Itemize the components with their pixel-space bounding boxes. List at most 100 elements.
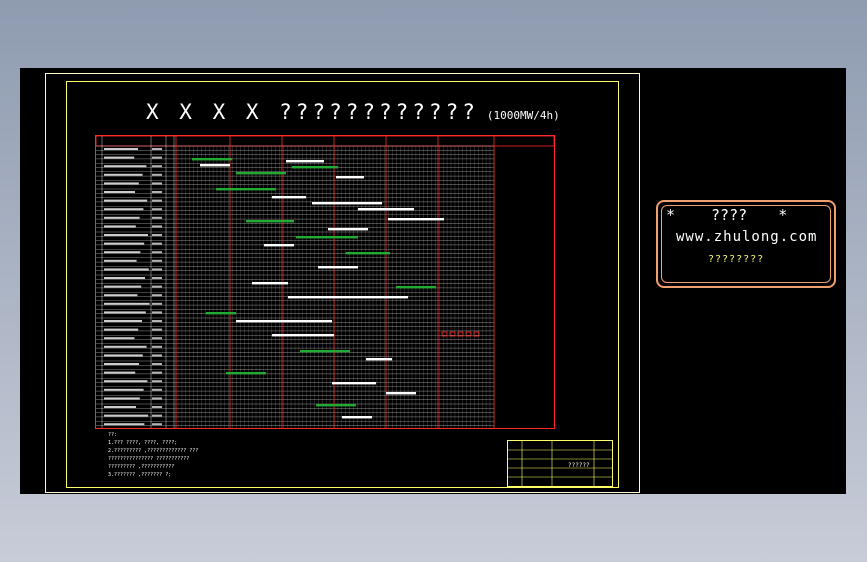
gantt-task-bar xyxy=(286,160,324,163)
title-block-label: ?????? xyxy=(568,462,590,469)
gantt-duration-label xyxy=(152,354,162,357)
gantt-task-label xyxy=(104,148,138,150)
gantt-task-bar xyxy=(316,404,356,407)
gantt-task-bar xyxy=(332,382,376,385)
gantt-task-label xyxy=(104,371,136,374)
watermark-stamp: * ???? * www.zhulong.com ???????? xyxy=(656,200,836,288)
gantt-task-label xyxy=(104,199,148,202)
gantt-task-label xyxy=(104,182,139,185)
gantt-task-label xyxy=(104,216,140,219)
gantt-duration-label xyxy=(152,182,162,185)
drawing-frame xyxy=(66,81,619,488)
gantt-task-label xyxy=(104,406,136,408)
gantt-task-bar xyxy=(236,320,332,323)
gantt-duration-label xyxy=(152,191,162,193)
gantt-duration-label xyxy=(152,311,162,314)
gantt-task-label xyxy=(104,354,143,357)
gantt-task-bar xyxy=(272,196,306,199)
gantt-task-bar xyxy=(296,236,358,239)
gantt-duration-label xyxy=(152,345,162,348)
gantt-task-label xyxy=(104,380,148,383)
gantt-task-bar xyxy=(328,228,368,231)
note-line: ??????????????? ??????????? xyxy=(108,456,190,462)
gantt-duration-label xyxy=(152,199,162,202)
gantt-duration-label xyxy=(152,328,162,331)
gantt-task-bar xyxy=(388,218,444,221)
stamp-url: www.zhulong.com xyxy=(676,229,818,245)
gantt-task-label xyxy=(104,311,146,314)
gantt-duration-label xyxy=(152,363,162,365)
drawing-subtitle: (1000MW/4h) xyxy=(486,109,560,122)
note-line: 3.??????? ,??????? ?; xyxy=(108,472,172,478)
gantt-task-bar xyxy=(252,282,288,285)
drawing-sheet: X X X X ????????????(1000MW/4h) ??: 1.??… xyxy=(45,73,640,493)
gantt-task-label xyxy=(104,285,142,288)
gantt-duration-label xyxy=(152,173,162,176)
gantt-task-label xyxy=(104,165,147,168)
note-line: 1.??? ????, ????, ????; xyxy=(108,440,178,446)
gantt-duration-label xyxy=(152,208,162,211)
gantt-task-label xyxy=(104,423,145,426)
gantt-task-label xyxy=(104,388,144,391)
gantt-task-label xyxy=(104,294,138,297)
gantt-grid xyxy=(96,136,554,428)
gantt-duration-label xyxy=(152,371,162,374)
gantt-task-bar xyxy=(246,220,294,223)
gantt-task-bar xyxy=(288,296,408,299)
gantt-task-label xyxy=(104,208,144,211)
title-block: ?????? xyxy=(507,440,613,487)
gantt-milestone-marker xyxy=(457,331,464,337)
gantt-duration-label xyxy=(152,165,162,168)
gantt-duration-label xyxy=(152,414,162,417)
gantt-task-bar xyxy=(200,164,230,167)
gantt-duration-label xyxy=(152,302,162,305)
gantt-task-bar xyxy=(236,172,286,175)
gantt-task-label xyxy=(104,191,135,193)
gantt-task-bar xyxy=(192,158,232,161)
gantt-duration-label xyxy=(152,388,162,391)
gantt-task-bar xyxy=(346,252,390,255)
gantt-task-bar xyxy=(272,334,334,337)
gantt-task-label xyxy=(104,328,139,331)
gantt-task-label xyxy=(104,268,149,271)
gantt-task-bar xyxy=(318,266,358,269)
gantt-task-label xyxy=(104,234,148,236)
gantt-duration-label xyxy=(152,216,162,219)
gantt-duration-label xyxy=(152,234,162,236)
gantt-task-label xyxy=(104,251,141,254)
gantt-task-label xyxy=(104,345,147,348)
gantt-task-label xyxy=(104,363,139,365)
gantt-milestone-marker xyxy=(473,331,480,337)
stamp-caption: ???????? xyxy=(708,254,765,265)
gantt-task-bar xyxy=(264,244,294,247)
note-line: ????????? ,??????????? xyxy=(108,464,175,470)
gantt-task-label xyxy=(104,259,137,262)
stamp-heading-text: ???? xyxy=(711,206,748,224)
gantt-task-bar xyxy=(300,350,350,353)
gantt-header-band xyxy=(96,136,554,147)
gantt-duration-label xyxy=(152,294,162,297)
title-block-grid xyxy=(508,441,612,486)
stamp-star-left: * xyxy=(666,206,676,224)
gantt-task-bar xyxy=(386,392,416,395)
gantt-task-bar xyxy=(216,188,276,191)
note-line: 2.????????? ,????????????? ??? xyxy=(108,448,199,454)
gantt-duration-label xyxy=(152,251,162,254)
gantt-duration-label xyxy=(152,277,162,279)
gantt-task-label xyxy=(104,302,150,305)
gantt-task-label xyxy=(104,225,136,228)
gantt-task-label xyxy=(104,320,142,322)
gantt-duration-label xyxy=(152,148,162,150)
gantt-duration-label xyxy=(152,268,162,271)
gantt-duration-label xyxy=(152,259,162,262)
stamp-inner-border xyxy=(661,205,831,283)
schedule-gantt-table xyxy=(95,135,555,429)
cad-viewport: X X X X ????????????(1000MW/4h) ??: 1.??… xyxy=(20,68,846,494)
gantt-task-bar xyxy=(396,286,436,289)
drawing-title-text: X X X X ???????????? xyxy=(146,100,479,124)
gantt-duration-label xyxy=(152,406,162,408)
gantt-task-label xyxy=(104,414,149,417)
gantt-duration-label xyxy=(152,337,162,340)
gantt-task-bar xyxy=(226,372,266,375)
gantt-task-label xyxy=(104,337,135,340)
